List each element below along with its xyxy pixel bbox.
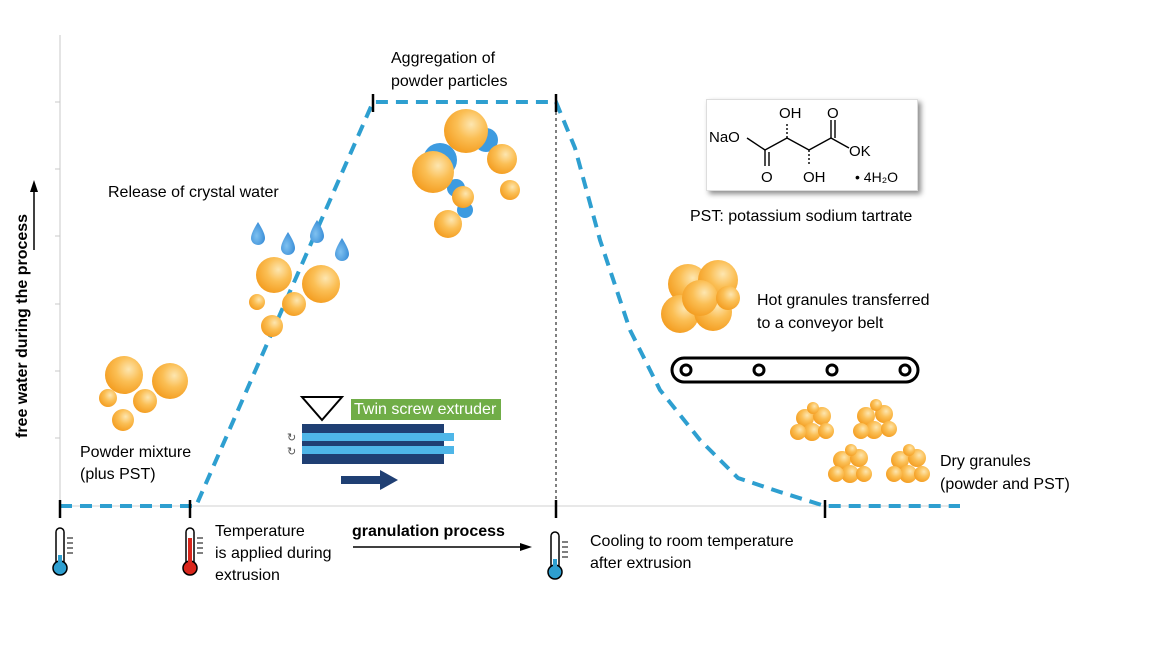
release-label: Release of crystal water bbox=[108, 184, 279, 201]
dry-granules-label-1: Dry granules bbox=[940, 453, 1031, 470]
chem-o-bottom: O bbox=[761, 169, 773, 186]
chem-oh-bottom: OH bbox=[803, 169, 826, 186]
powder-mixture-label-1: Powder mixture bbox=[80, 444, 192, 461]
cooling-label-1: Cooling to room temperature bbox=[590, 533, 794, 550]
y-axis-ticks bbox=[55, 101, 60, 439]
x-axis-markers bbox=[58, 500, 827, 518]
chem-hydrate: • 4H₂O bbox=[855, 169, 898, 185]
temperature-label-2: is applied during bbox=[215, 545, 332, 562]
pst-label: PST: potassium sodium tartrate bbox=[690, 208, 913, 225]
twin-screw-label: Twin screw extruder bbox=[351, 399, 502, 420]
hot-granules-label-1: Hot granules transferred bbox=[757, 292, 930, 309]
pst-structure-drawing: NaO OH O OK O OH • 4H₂O bbox=[709, 105, 898, 186]
aggregation-label-2: powder particles bbox=[391, 73, 508, 90]
temperature-label-3: extrusion bbox=[215, 567, 280, 584]
temperature-label-1: Temperature bbox=[215, 523, 305, 540]
aggregation-label-1: Aggregation of bbox=[391, 50, 496, 67]
free-water-curve bbox=[60, 100, 960, 508]
powder-mixture-label-2: (plus PST) bbox=[80, 466, 156, 483]
pst-structure: NaO OH O OK O OH • 4H₂O bbox=[706, 99, 918, 191]
aggregation-particles bbox=[412, 109, 520, 238]
svg-text:↻: ↻ bbox=[287, 431, 296, 444]
chem-oh-top: OH bbox=[779, 105, 802, 122]
chem-ok: OK bbox=[849, 143, 871, 160]
thermometer-icon bbox=[52, 527, 73, 576]
dry-granules-label-2: (powder and PST) bbox=[940, 476, 1070, 493]
svg-text:↻: ↻ bbox=[287, 445, 296, 458]
extruder-icon: ↻ ↻ bbox=[287, 396, 454, 464]
hot-granules bbox=[661, 260, 740, 333]
cooling-label-2: after extrusion bbox=[590, 555, 692, 572]
y-axis-label: free water during the process bbox=[14, 213, 31, 438]
chem-o-top: O bbox=[827, 105, 839, 122]
chem-nao: NaO bbox=[709, 129, 740, 146]
release-particles bbox=[249, 257, 340, 337]
water-drop-icon bbox=[251, 220, 349, 261]
thermometer-icon bbox=[182, 527, 203, 576]
conveyor-belt-icon bbox=[670, 356, 920, 384]
y-axis-arrow-head bbox=[30, 180, 38, 192]
granulation-label: granulation process bbox=[352, 523, 505, 540]
dry-granules bbox=[790, 399, 930, 483]
thermometer-icon bbox=[547, 531, 568, 580]
arrow-icon bbox=[341, 470, 398, 490]
powder-mixture-particles bbox=[99, 356, 188, 431]
granulation-arrow-head bbox=[520, 543, 532, 551]
hot-granules-label-2: to a conveyor belt bbox=[757, 315, 884, 332]
